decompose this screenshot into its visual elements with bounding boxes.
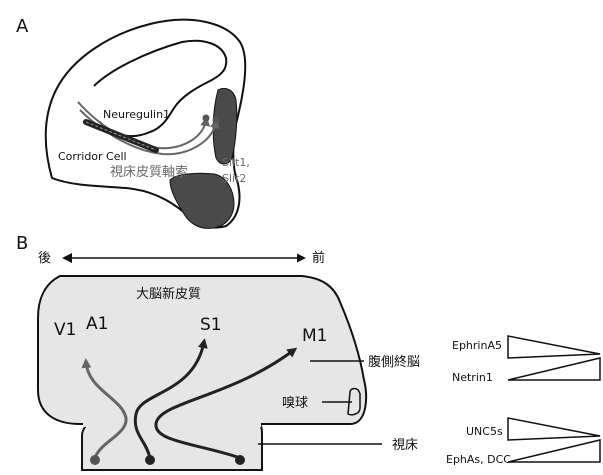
label-ventral-telencephalon: 腹側終脳 — [368, 354, 420, 370]
gradient-label-ephrina5: EphrinA5 — [452, 339, 502, 352]
thalamic-neuron-3 — [235, 455, 245, 465]
gradient-label-unc5s: UNC5s — [466, 425, 503, 438]
label-thalamocortical-axon: 視床皮質軸索 — [110, 165, 188, 180]
gradient-wedge-unc5s — [508, 418, 600, 440]
label-olfactory-bulb: 嗅球 — [282, 396, 308, 411]
label-neuregulin1: Neuregulin1 — [103, 108, 170, 121]
label-corridor-cell: Corridor Cell — [58, 150, 127, 163]
gradient-wedge-netrin1 — [508, 358, 600, 380]
thalamic-neuron-2 — [145, 455, 155, 465]
panel-b: B 後 前 大脳新皮質 V1 A1 S1 M1 腹側終脳 嗅球 視床 — [16, 233, 600, 470]
gradient-label-netrin1: Netrin1 — [452, 371, 493, 384]
gradient-wedge-ephrina5 — [508, 336, 600, 358]
label-posterior: 後 — [38, 251, 51, 266]
label-m1: M1 — [302, 326, 327, 346]
label-s1: S1 — [200, 315, 222, 335]
label-cerebral-cortex: 大脳新皮質 — [136, 286, 201, 302]
label-a1: A1 — [86, 314, 108, 334]
panel-b-letter: B — [16, 233, 28, 254]
panel-a: A Neuregulin1 Corridor Cell Slit1, Slit2… — [16, 16, 250, 228]
panel-a-letter: A — [16, 16, 29, 37]
label-slit1: Slit1, — [222, 156, 250, 169]
slit-source-strip — [213, 88, 237, 164]
axon-terminal-1 — [203, 115, 210, 122]
label-slit2: Slit2 — [222, 172, 246, 185]
label-thalamus: 視床 — [392, 438, 418, 453]
gradient-key: EphrinA5 Netrin1 UNC5s EphAs, DCC — [446, 336, 600, 466]
thalamic-neuron-1 — [90, 455, 100, 465]
gradient-label-ephas-dcc: EphAs, DCC — [446, 453, 511, 466]
axon-terminal-2 — [213, 117, 220, 124]
gradient-wedge-ephas-dcc — [508, 440, 600, 462]
thalamus-region — [82, 424, 262, 470]
label-v1: V1 — [54, 320, 76, 340]
label-anterior: 前 — [312, 250, 325, 266]
